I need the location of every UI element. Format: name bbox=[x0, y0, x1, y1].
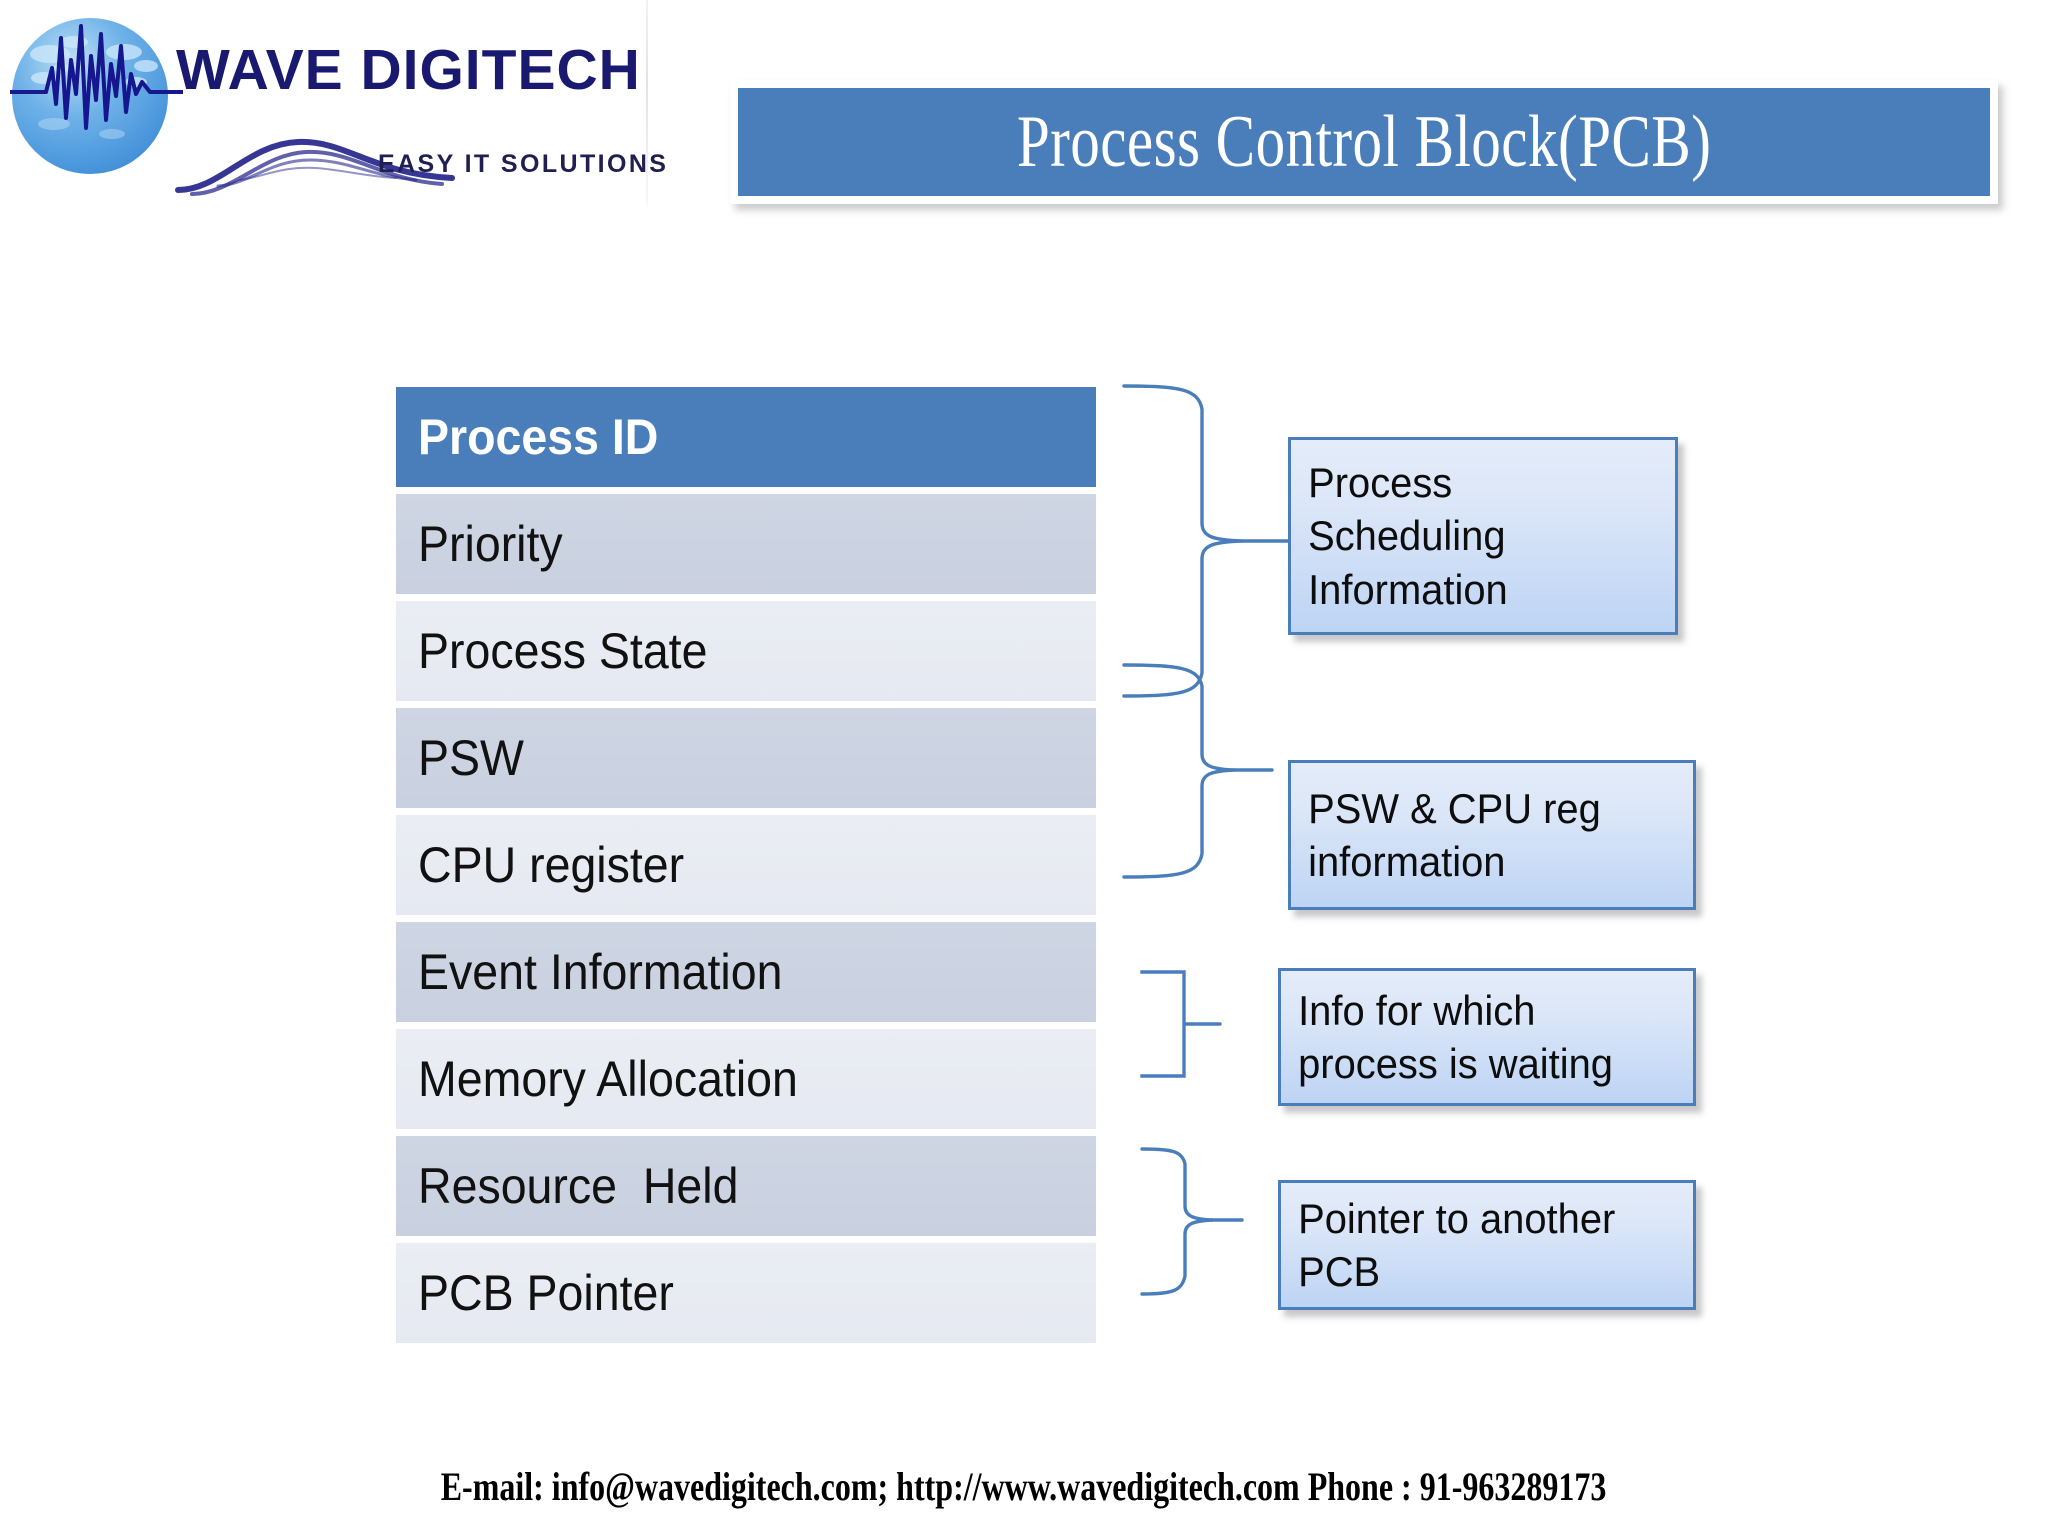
callout-line: PCB bbox=[1298, 1248, 1381, 1295]
table-row: Event Information bbox=[396, 922, 1096, 1022]
table-row: Memory Allocation bbox=[396, 1029, 1096, 1129]
page-title: Process Control Block(PCB) bbox=[1016, 101, 1712, 183]
callout-line: Scheduling bbox=[1308, 512, 1506, 560]
footer: E-mail: info@wavedigitech.com; http://ww… bbox=[0, 1467, 2048, 1507]
title-banner: Process Control Block(PCB) bbox=[738, 88, 1990, 196]
callout-text-2: PSW & CPU reg information bbox=[1291, 782, 1616, 889]
logo-wordmark: WAVE DIGITECH bbox=[176, 42, 640, 120]
pcb-field-label: PCB Pointer bbox=[418, 1265, 674, 1321]
callout-process-scheduling: Process Scheduling Information bbox=[1288, 437, 1678, 635]
pcb-field-label: PSW bbox=[418, 730, 524, 786]
curly-brace-icon-4 bbox=[1140, 1146, 1270, 1298]
footer-contact-text: E-mail: info@wavedigitech.com; http://ww… bbox=[441, 1464, 1607, 1509]
callout-line: process is waiting bbox=[1298, 1040, 1613, 1087]
curly-brace-icon-2 bbox=[1122, 662, 1282, 880]
callout-line: Information bbox=[1308, 565, 1508, 613]
callout-text-1: Process Scheduling Information bbox=[1291, 456, 1523, 616]
callout-psw-cpu-reg: PSW & CPU reg information bbox=[1288, 760, 1696, 910]
callout-line: information bbox=[1308, 838, 1506, 885]
waveform-circle-icon bbox=[8, 8, 185, 188]
table-row: Resource Held bbox=[396, 1136, 1096, 1236]
callout-text-3: Info for which process is waiting bbox=[1281, 984, 1628, 1091]
pcb-field-label: Resource Held bbox=[418, 1158, 739, 1214]
callout-text-4: Pointer to another PCB bbox=[1281, 1192, 1630, 1299]
callout-line: Process bbox=[1308, 459, 1453, 506]
pcb-field-label: Process State bbox=[418, 623, 708, 679]
logo-wordmark-text: WAVE DIGITECH bbox=[176, 38, 641, 102]
table-row: Priority bbox=[396, 494, 1096, 594]
logo-tagline: EASY IT SOLUTIONS bbox=[378, 150, 669, 178]
pcb-field-label: CPU register bbox=[418, 837, 685, 893]
callout-line: Info for which bbox=[1298, 986, 1536, 1034]
company-logo: WAVE DIGITECH WAVE DIGITECH EASY IT SOLU… bbox=[0, 0, 666, 212]
table-row: PSW bbox=[396, 708, 1096, 808]
wave-swoosh-icon bbox=[170, 128, 460, 200]
square-bracket-icon-3 bbox=[1140, 968, 1270, 1080]
curly-brace-icon-1 bbox=[1122, 383, 1302, 699]
pcb-field-table: Process ID Priority Process State PSW CP… bbox=[396, 387, 1096, 1343]
pcb-field-label: Memory Allocation bbox=[418, 1051, 798, 1107]
callout-line: PSW & CPU reg bbox=[1308, 784, 1601, 832]
pcb-field-label: Event Information bbox=[418, 944, 783, 1000]
callout-info-waiting: Info for which process is waiting bbox=[1278, 968, 1696, 1106]
callout-line: Pointer to another bbox=[1298, 1194, 1616, 1242]
pcb-field-label: Process ID bbox=[418, 409, 659, 465]
callout-pointer-another-pcb: Pointer to another PCB bbox=[1278, 1180, 1696, 1310]
table-row: PCB Pointer bbox=[396, 1243, 1096, 1343]
table-row: Process ID bbox=[396, 387, 1096, 487]
logo-divider bbox=[646, 0, 648, 205]
table-row: CPU register bbox=[396, 815, 1096, 915]
table-row: Process State bbox=[396, 601, 1096, 701]
pcb-field-label: Priority bbox=[418, 516, 563, 572]
